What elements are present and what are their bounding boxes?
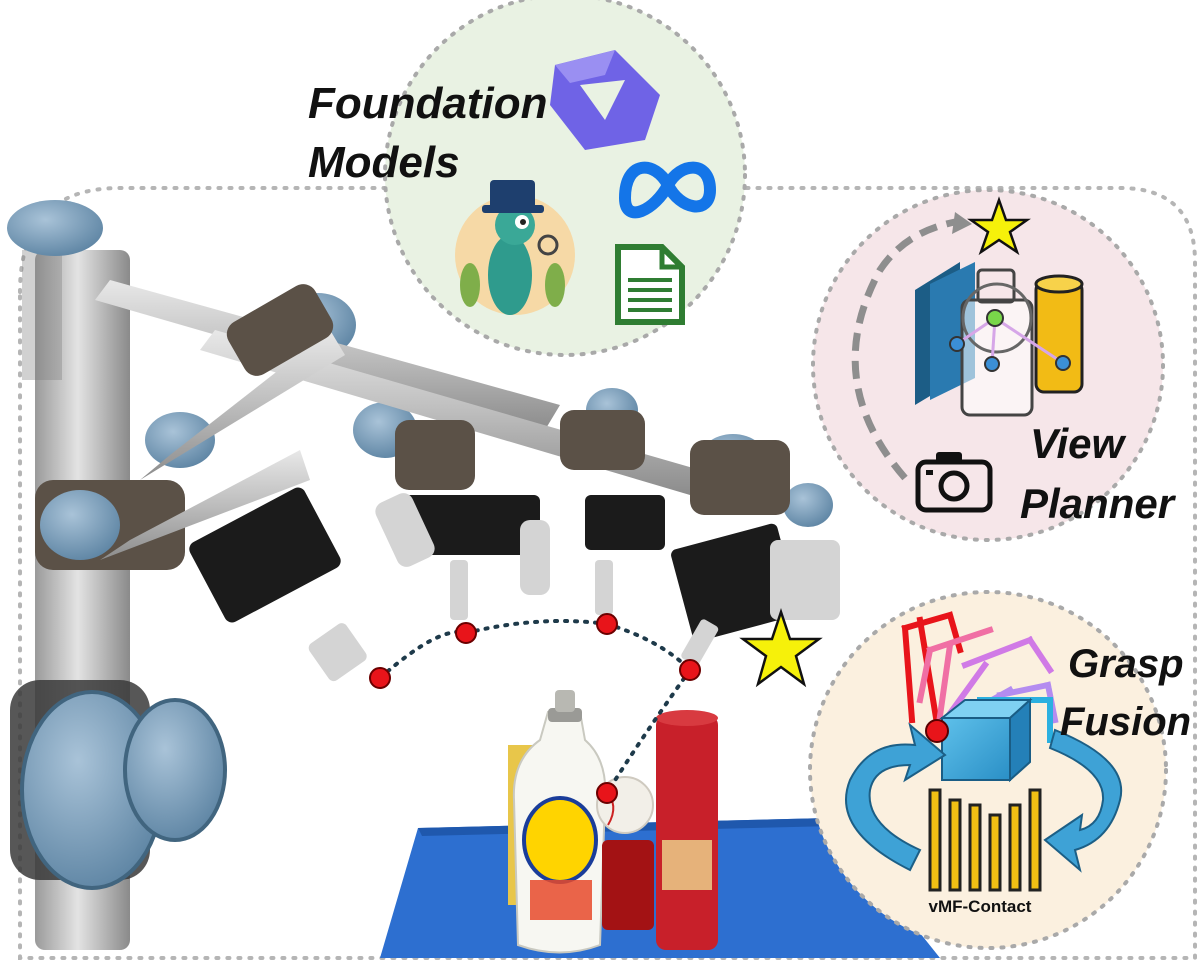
gemini-logo-icon (550, 50, 660, 150)
waypoint-marker (596, 782, 618, 804)
cycle-arrow-icon (845, 722, 947, 872)
meta-logo-icon (619, 161, 716, 219)
foundation-models-module: Foundation Models (308, 0, 747, 357)
scene-objects (508, 690, 718, 954)
foundation-label-line2: Models (308, 138, 460, 187)
waypoint-marker (596, 613, 618, 635)
cube-icon (939, 697, 1033, 783)
grasp-fusion-label-line2: Fusion (1060, 700, 1191, 744)
camera-icon (915, 452, 993, 513)
star-icon (967, 196, 1031, 256)
waypoint-marker (369, 667, 391, 689)
trajectory (369, 608, 823, 804)
view-planner-label-line1: View (1030, 420, 1126, 467)
view-planner-module: View Planner (811, 188, 1177, 542)
view-planner-label-line2: Planner (1020, 480, 1177, 527)
lizard-mascot-icon (455, 180, 575, 315)
robot-arms (7, 200, 840, 950)
waypoint-marker (455, 622, 477, 644)
contact-distribution-bars (928, 788, 1042, 892)
grasp-fusion-module: vMF-Contact Grasp Fusion (808, 590, 1191, 950)
waypoint-marker (679, 659, 701, 681)
vmf-contact-label: vMF-Contact (929, 897, 1032, 916)
document-icon (615, 244, 685, 325)
cycle-arrow-icon (1043, 728, 1123, 873)
foundation-label-line1: Foundation (308, 79, 548, 128)
goal-star-icon (739, 608, 823, 688)
grasp-fusion-label-line1: Grasp (1068, 642, 1184, 686)
